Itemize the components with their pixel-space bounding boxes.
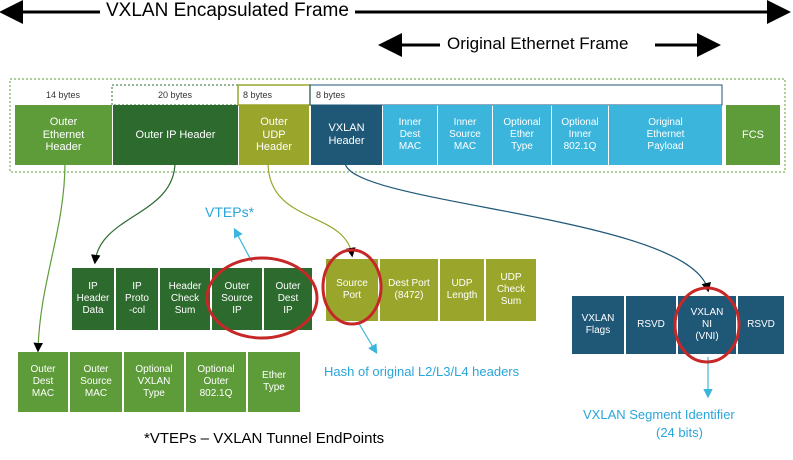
ip-header-checksum: Header Check Sum <box>160 268 210 330</box>
ip-header-data: IP Header Data <box>72 268 114 330</box>
vteps-footnote: *VTEPs – VXLAN Tunnel EndPoints <box>144 430 385 447</box>
connector-ethernet <box>33 161 66 353</box>
highlight-vni <box>673 286 741 364</box>
outer-dest-mac: Outer Dest MAC <box>18 352 68 412</box>
inner-dest-mac: Inner Dest MAC <box>383 105 437 165</box>
outer-source-ip: Outer Source IP <box>212 268 262 330</box>
outer-ethernet-header: Outer Ethernet Header <box>15 105 112 165</box>
outer-udp-header: Outer UDP Header <box>239 105 309 165</box>
segment-identifier-line1: VXLAN Segment Identifier <box>583 407 735 422</box>
connector-ip <box>91 161 176 265</box>
bytes-outer-ethernet: 14 bytes <box>46 90 81 100</box>
bytes-vxlan: 8 bytes <box>316 90 346 100</box>
vxlan-rsvd-1: RSVD <box>626 296 676 354</box>
bytes-outer-ip: 20 bytes <box>158 90 193 100</box>
inner-source-mac: Inner Source MAC <box>438 105 492 165</box>
frame-dotted-boundary <box>9 78 786 173</box>
udp-source-port: Source Port <box>326 259 378 321</box>
vteps-label: VTEPs* <box>205 204 255 220</box>
highlight-outer-ips <box>205 256 319 340</box>
original-frame-title: Original Ethernet Frame <box>447 34 629 53</box>
outer-source-mac: Outer Source MAC <box>70 352 122 412</box>
optional-vxlan-type: Optional VXLAN Type <box>124 352 184 412</box>
udp-checksum: UDP Check Sum <box>486 259 536 321</box>
optional-outer-8021q: Optional Outer 802.1Q <box>186 352 246 412</box>
connector-udp <box>267 161 356 258</box>
ether-type: Ether Type <box>248 352 300 412</box>
udp-dest-port: Dest Port (8472) <box>380 259 438 321</box>
vxlan-header: VXLAN Header <box>311 105 382 165</box>
hash-note: Hash of original L2/L3/L4 headers <box>324 364 520 379</box>
outer-ip-header: Outer IP Header <box>113 105 238 165</box>
vteps-arrow <box>233 227 253 263</box>
connector-vxlan <box>344 161 711 293</box>
udp-length: UDP Length <box>440 259 484 321</box>
bytes-outer-udp: 8 bytes <box>243 90 273 100</box>
optional-inner-8021q: Optional Inner 802.1Q <box>552 105 608 165</box>
vxlan-vni: VXLAN NI (VNI) <box>678 296 736 354</box>
vxlan-rsvd-2: RSVD <box>738 296 784 354</box>
hash-arrow <box>357 321 378 355</box>
optional-ether-type: Optional Ether Type <box>493 105 551 165</box>
segment-identifier-line2: (24 bits) <box>656 425 703 440</box>
original-ethernet-payload: Original Ethernet Payload <box>609 105 722 165</box>
ip-protocol: IP Proto -col <box>116 268 158 330</box>
highlight-source-port <box>321 248 383 326</box>
outer-dest-ip: Outer Dest IP <box>264 268 312 330</box>
fcs: FCS <box>726 105 780 165</box>
vxlan-flags: VXLAN Flags <box>572 296 624 354</box>
encapsulated-frame-title: VXLAN Encapsulated Frame <box>102 0 353 22</box>
